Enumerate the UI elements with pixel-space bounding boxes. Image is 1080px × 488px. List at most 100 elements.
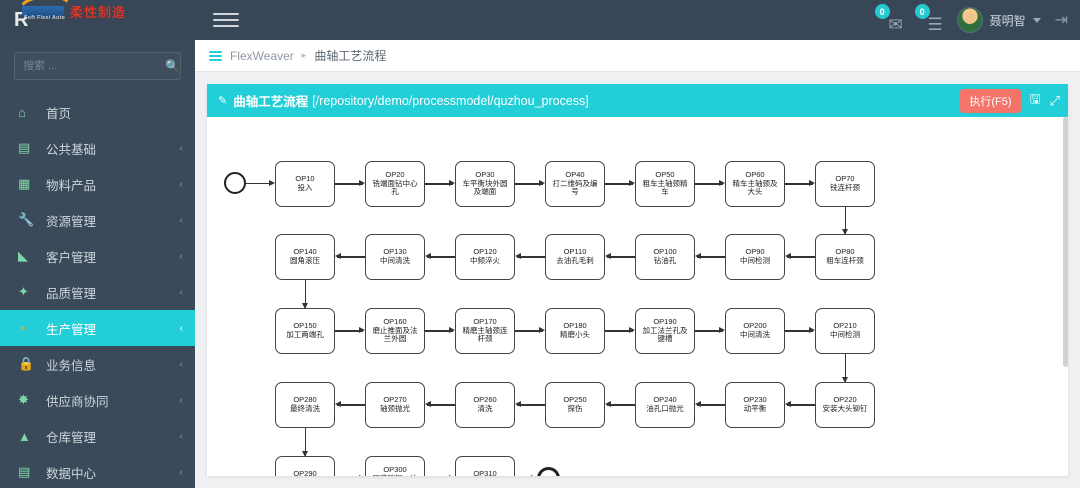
flow-node[interactable]: OP50 粗车主轴颈精车 [635, 161, 695, 207]
sidebar-item-home[interactable]: ⌂ 首页 [0, 94, 195, 130]
flow-node[interactable]: OP110 去油孔毛刺 [545, 234, 605, 280]
user-menu[interactable]: 聂明智 [956, 7, 1041, 33]
node-op: OP10 [295, 174, 315, 184]
menu-icon[interactable] [209, 50, 222, 61]
breadcrumb-root[interactable]: FlexWeaver [230, 48, 294, 63]
flow-node[interactable]: OP230 动平衡 [725, 382, 785, 428]
flow-node[interactable]: OP250 探伤 [545, 382, 605, 428]
flow-edge [844, 354, 846, 382]
flow-node[interactable]: OP140 圆角滚压 [275, 234, 335, 280]
flow-node[interactable]: OP70 铣连杆颈 [815, 161, 875, 207]
flow-node[interactable]: OP200 中间清洗 [725, 308, 785, 354]
sidebar-item-label: 品质管理 [46, 286, 97, 301]
sidebar-item-label: 客户管理 [46, 250, 97, 265]
list-glyph: ☰ [927, 15, 943, 34]
flow-node[interactable]: OP260 清洗 [455, 382, 515, 428]
flow-edge [844, 207, 846, 234]
sidebar-item-common-base[interactable]: ▤ 公共基础 ‹ [0, 130, 195, 166]
flow-node[interactable]: OP30 车平衡块外圆及端面 [455, 161, 515, 207]
logo-subtext: Soft Flexi Auto [24, 15, 66, 21]
layers-icon: ▤ [18, 140, 31, 155]
factory-icon: ◔ [18, 320, 26, 336]
flow-edge [787, 404, 815, 406]
sidebar-item-data-center[interactable]: ▤ 数据中心 ‹ [0, 454, 195, 488]
run-button[interactable]: 执行(F5) [960, 88, 1021, 113]
logout-icon[interactable]: ⇥ [1054, 12, 1068, 29]
list-icon[interactable]: ☰ 0 [914, 4, 943, 34]
flow-node[interactable]: OP80 粗车连杆颈 [815, 234, 875, 280]
flow-node[interactable]: OP10 投入 [275, 161, 335, 207]
node-name: 中频淬火 [470, 256, 500, 265]
main-content: FlexWeaver ▸ 曲轴工艺流程 ✎ 曲轴工艺流程 [/repositor… [195, 40, 1080, 488]
chevron-icon: ‹ [179, 394, 183, 406]
chevron-icon: ‹ [179, 322, 183, 334]
node-op: OP40 [565, 169, 585, 179]
sidebar-item-production[interactable]: ◔ 生产管理 ‹ [0, 310, 195, 346]
chart-icon: ▤ [18, 464, 31, 479]
sidebar-item-business-info[interactable]: 🔒 业务信息 ‹ [0, 346, 195, 382]
flow-node[interactable]: OP20 铣端面钻中心孔 [365, 161, 425, 207]
sidebar-item-quality[interactable]: ✦ 品质管理 ‹ [0, 274, 195, 310]
node-name: 粗车连杆颈 [826, 256, 864, 265]
flow-node[interactable]: OP310 涂油包装 [455, 456, 515, 476]
brand-logo[interactable]: R Soft Flexi Auto 柔性制造 [0, 0, 195, 40]
flow-node[interactable]: OP130 中间清洗 [365, 234, 425, 280]
flow-node[interactable]: OP40 打二维码及编号 [545, 161, 605, 207]
node-name: 圆角滚压 [290, 256, 320, 265]
flow-node[interactable]: OP150 加工两端孔 [275, 308, 335, 354]
flow-edge [607, 256, 635, 258]
sidebar-item-material-product[interactable]: ▦ 物料产品 ‹ [0, 166, 195, 202]
node-op: OP80 [835, 247, 855, 257]
flow-node[interactable]: OP210 中间检测 [815, 308, 875, 354]
users-icon: ◣ [18, 248, 28, 263]
mail-icon[interactable]: ✉ 0 [874, 4, 903, 33]
sidebar-item-customer[interactable]: ◣ 客户管理 ‹ [0, 238, 195, 274]
flow-node[interactable]: OP90 中间检测 [725, 234, 785, 280]
sidebar-item-warehouse[interactable]: ▲ 仓库管理 ‹ [0, 418, 195, 454]
flow-node[interactable]: OP60 精车主轴颈及大头 [725, 161, 785, 207]
flow-edge [515, 330, 543, 332]
sidebar-item-resource[interactable]: 🔧 资源管理 ‹ [0, 202, 195, 238]
node-name: 钻油孔 [653, 256, 677, 265]
flow-node[interactable]: OP100 钻油孔 [635, 234, 695, 280]
end-terminator[interactable] [537, 467, 560, 476]
flow-node[interactable]: OP300 压装销钉、外观检查 [365, 456, 425, 476]
flow-node[interactable]: OP120 中频淬火 [455, 234, 515, 280]
scrollbar-thumb[interactable] [1063, 117, 1068, 367]
avatar [956, 7, 983, 33]
canvas-scrollbar[interactable] [1063, 117, 1068, 476]
flow-node[interactable]: OP290 零件检测 [275, 456, 335, 476]
search-box[interactable]: 🔍 [14, 52, 181, 80]
flow-node[interactable]: OP280 最终清洗 [275, 382, 335, 428]
flow-arrow [359, 180, 365, 187]
chevron-icon: ‹ [179, 178, 183, 190]
node-name: 精磨主轴颈连杆颈 [462, 325, 508, 344]
sidebar-item-supplier[interactable]: ✸ 供应商协同 ‹ [0, 382, 195, 418]
start-terminator[interactable] [224, 172, 246, 194]
node-name: 精车主轴颈及大头 [732, 178, 778, 197]
menu-bar [209, 58, 222, 61]
flow-node[interactable]: OP170 精磨主轴颈连杆颈 [455, 308, 515, 354]
flow-arrow [425, 253, 431, 260]
flow-arrow [605, 401, 611, 408]
flow-node[interactable]: OP240 油孔口抛光 [635, 382, 695, 428]
flow-node[interactable]: OP220 安装大头铆钉 [815, 382, 875, 428]
flow-arrow [359, 327, 365, 334]
flow-canvas[interactable]: OP10 投入 OP20 铣端面钻中心孔 OP30 车平衡块外圆及端面 [207, 117, 1068, 476]
node-op: OP250 [563, 395, 587, 405]
breadcrumb: FlexWeaver ▸ 曲轴工艺流程 [195, 40, 1080, 72]
flow-arrow [425, 401, 431, 408]
flow-node[interactable]: OP160 磨止推面及法兰外圆 [365, 308, 425, 354]
save-icon[interactable]: 🖫 [1029, 90, 1041, 106]
hamburger-icon[interactable] [213, 9, 239, 31]
node-name: 磨止推面及法兰外圆 [372, 325, 418, 344]
flow-node[interactable]: OP270 轴颈抛光 [365, 382, 425, 428]
flow-node[interactable]: OP190 加工法兰孔及键槽 [635, 308, 695, 354]
flow-node[interactable]: OP180 精磨小头 [545, 308, 605, 354]
edit-icon[interactable]: ✎ [218, 95, 228, 107]
search-input[interactable] [23, 60, 165, 72]
flow-edge [335, 330, 363, 332]
node-name: 安装大头铆钉 [822, 404, 868, 413]
expand-icon[interactable]: ⤢ [1049, 92, 1060, 108]
